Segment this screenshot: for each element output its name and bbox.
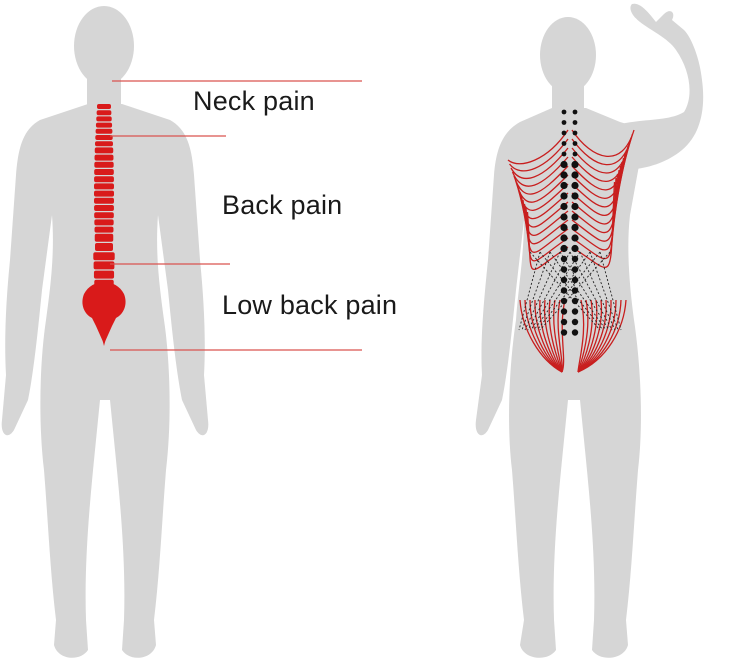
- vertebra-dot: [561, 308, 567, 314]
- vertebra-dot: [571, 245, 578, 252]
- vertebra-dot: [572, 319, 578, 325]
- vertebra-dot: [560, 245, 567, 252]
- vertebra: [96, 123, 112, 128]
- vertebra-dot: [571, 203, 578, 210]
- vertebra-dot: [573, 120, 578, 125]
- vertebra-dot: [573, 131, 578, 136]
- vertebra-dot: [562, 141, 567, 146]
- vertebra: [94, 183, 114, 189]
- vertebra-dot: [561, 287, 567, 293]
- vertebra: [95, 243, 113, 251]
- vertebra: [93, 252, 114, 260]
- vertebra-dot: [561, 266, 567, 272]
- vertebra-dot: [561, 277, 567, 283]
- vertebra: [96, 116, 111, 121]
- low-back-pain-label: Low back pain: [222, 290, 397, 321]
- vertebra-dot: [560, 203, 567, 210]
- vertebra-dot: [572, 308, 578, 314]
- vertebra: [94, 205, 114, 211]
- vertebra: [94, 271, 114, 279]
- vertebra-dot: [572, 266, 578, 272]
- vertebra-dot: [571, 182, 578, 189]
- vertebra-dot: [572, 277, 578, 283]
- vertebra: [94, 191, 114, 197]
- vertebra-dot: [562, 110, 567, 115]
- vertebra-dot: [562, 131, 567, 136]
- vertebra-dot: [572, 329, 578, 335]
- vertebra: [97, 110, 112, 115]
- vertebra: [95, 155, 114, 161]
- vertebra-dot: [560, 234, 567, 241]
- vertebra: [94, 261, 115, 269]
- vertebra-dot: [560, 224, 567, 231]
- vertebra-dot: [561, 329, 567, 335]
- back-body-silhouette: [476, 4, 703, 658]
- vertebra-dot: [573, 110, 578, 115]
- vertebra-dot: [571, 224, 578, 231]
- vertebra-dot: [571, 192, 578, 199]
- back-pain-label: Back pain: [222, 190, 342, 221]
- vertebra: [94, 162, 113, 168]
- vertebra: [95, 234, 113, 242]
- vertebra-dot: [561, 298, 567, 304]
- vertebra: [94, 176, 114, 182]
- vertebra-dot: [560, 192, 567, 199]
- vertebra: [95, 141, 113, 146]
- vertebra-dot: [573, 141, 578, 146]
- vertebra: [94, 169, 114, 175]
- vertebra: [94, 219, 113, 225]
- vertebra-dot: [573, 152, 578, 157]
- vertebra-dot: [571, 161, 578, 168]
- vertebra: [95, 147, 113, 153]
- vertebra: [94, 198, 114, 204]
- vertebra-dot: [561, 256, 567, 262]
- vertebra: [94, 212, 114, 218]
- vertebra-dot: [560, 161, 567, 168]
- vertebra: [95, 227, 114, 233]
- vertebra-dot: [572, 298, 578, 304]
- vertebra-dot: [561, 319, 567, 325]
- vertebra-dot: [571, 213, 578, 220]
- vertebra-dot: [560, 171, 567, 178]
- vertebra: [97, 104, 111, 109]
- vertebra-dot: [571, 171, 578, 178]
- vertebra: [96, 129, 113, 134]
- vertebra-dot: [562, 152, 567, 157]
- vertebra-dot: [572, 287, 578, 293]
- vertebra-dot: [560, 213, 567, 220]
- vertebra-dot: [572, 256, 578, 262]
- vertebra-dot: [571, 234, 578, 241]
- vertebra-dot: [560, 182, 567, 189]
- vertebra-dot: [562, 120, 567, 125]
- neck-pain-label: Neck pain: [193, 86, 315, 117]
